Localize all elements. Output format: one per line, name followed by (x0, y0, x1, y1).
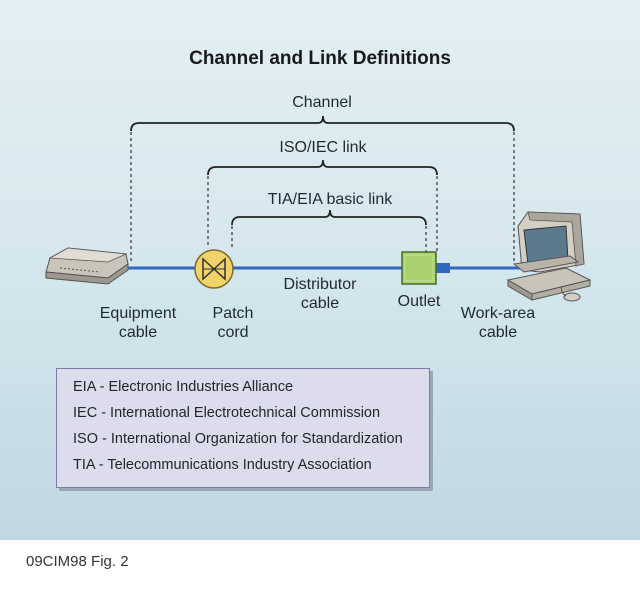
legend-item-eia: EIA - Electronic Industries Alliance (73, 379, 294, 395)
patch-cord-label-line2: cord (217, 324, 249, 341)
outlet-icon (401, 251, 437, 285)
equipment-cable-label-line2: cable (118, 324, 158, 341)
figure-label: 09CIM98 Fig. 2 (26, 553, 129, 570)
iso-link-bracket (207, 159, 438, 176)
abbreviations-legend: EIA - Electronic Industries Alliance IEC… (56, 368, 430, 488)
tia-link-bracket (231, 209, 427, 226)
channel-label: Channel (292, 94, 352, 111)
legend-item-iec: IEC - International Electrotechnical Com… (73, 405, 381, 421)
patch-panel-icon (194, 249, 234, 289)
work-area-cable-label-line1: Work-area (460, 305, 536, 322)
diagram-graphics (45, 115, 592, 302)
distributor-cable-label-line1: Distributor (283, 276, 357, 293)
outlet-label: Outlet (397, 293, 441, 310)
patch-cord-label: Patch cord (198, 304, 268, 342)
legend-item-iso: ISO - International Organization for Sta… (73, 431, 403, 447)
iso-link-label: ISO/IEC link (279, 139, 367, 156)
legend-item-tia: TIA - Telecommunications Industry Associ… (73, 457, 372, 473)
diagram-title: Channel and Link Definitions (189, 48, 451, 69)
equipment-cable-label: Equipment cable (88, 304, 188, 342)
tia-link-label: TIA/EIA basic link (267, 191, 393, 208)
dashed-drop-lines (130, 132, 515, 264)
patch-cord-label-line1: Patch (212, 305, 254, 322)
work-area-cable-label: Work-area cable (448, 304, 548, 342)
distributor-cable-label: Distributor cable (265, 275, 375, 313)
work-area-cable-label-line2: cable (478, 324, 518, 341)
distributor-cable-label-line2: cable (300, 295, 340, 312)
equipment-hub-icon (45, 247, 129, 285)
channel-bracket (130, 115, 515, 132)
footer-bar (0, 540, 640, 594)
equipment-cable-label-line1: Equipment (99, 305, 177, 322)
workstation-computer-icon (506, 211, 592, 302)
outlet-jack (436, 263, 450, 273)
